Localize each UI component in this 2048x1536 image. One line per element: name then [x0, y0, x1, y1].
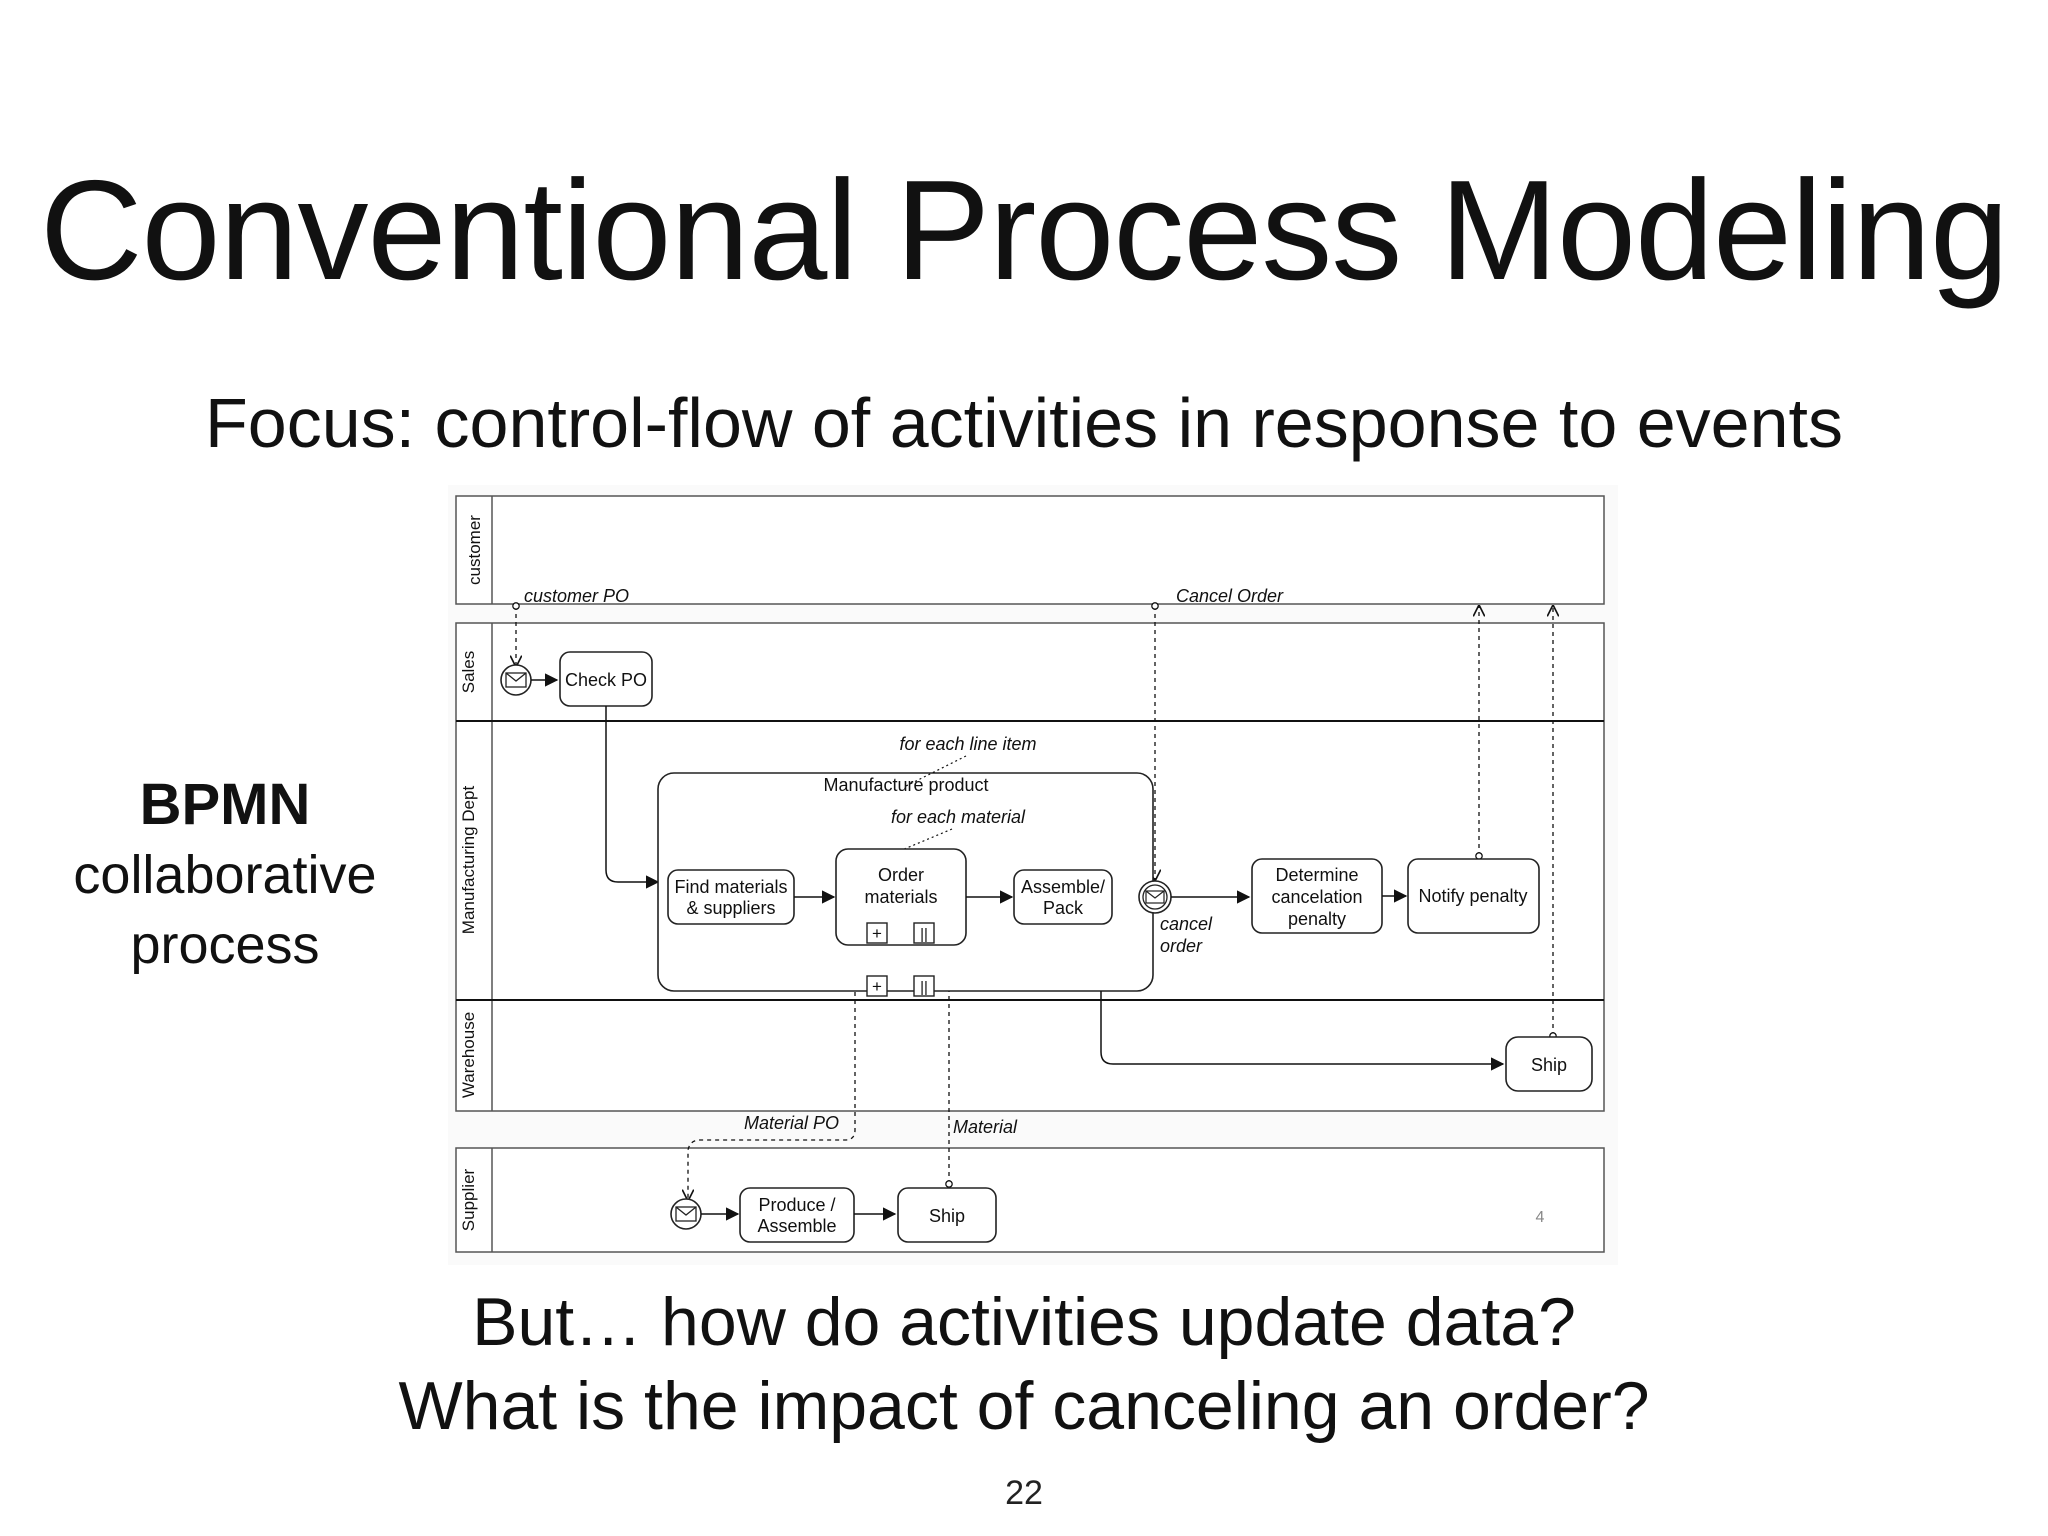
start-event-material-po	[670, 1198, 702, 1230]
inner-page-number: 4	[1536, 1209, 1545, 1226]
boundary-event-cancel-order	[1138, 880, 1172, 914]
task-assemble-pack: Assemble/ Pack	[1013, 869, 1113, 925]
question-cancel-impact: What is the impact of canceling an order…	[398, 1368, 1650, 1444]
task-label-notify: Notify penalty	[1418, 886, 1527, 906]
task-label-order-1: Order	[878, 865, 924, 885]
task-label-determine-3: penalty	[1288, 909, 1346, 929]
task-label-assemble-1: Assemble/	[1021, 877, 1105, 897]
event-label-order: order	[1160, 936, 1203, 956]
task-label-produce-1: Produce /	[758, 1195, 835, 1215]
task-determine-penalty: Determine cancelation penalty	[1251, 858, 1383, 934]
task-find-materials: Find materials & suppliers	[667, 869, 795, 925]
loop-annotation-line-item: for each line item	[899, 734, 1036, 754]
side-label-line1: collaborative	[73, 845, 377, 905]
event-label-cancel: cancel	[1160, 914, 1213, 934]
task-notify-penalty: Notify penalty	[1407, 858, 1540, 934]
subprocess-parallel-marker: ||	[920, 979, 928, 996]
task-collapse-marker: +	[872, 924, 882, 943]
start-event-customer-po	[500, 664, 532, 696]
slide-title: Conventional Process Modeling	[39, 151, 2009, 310]
lane-label-supplier: Supplier	[459, 1168, 478, 1231]
task-ship-warehouse: Ship	[1505, 1036, 1593, 1092]
subprocess-collapse-marker: +	[872, 977, 882, 996]
task-label-determine-1: Determine	[1275, 865, 1358, 885]
message-label-material-po: Material PO	[744, 1113, 839, 1133]
task-label-find-1: Find materials	[674, 877, 787, 897]
lane-label-customer: customer	[465, 515, 484, 585]
supplier-pool: Supplier 4	[455, 1147, 1605, 1253]
lane-label-sales: Sales	[459, 651, 478, 694]
association-line-item	[905, 755, 967, 787]
message-label-material: Material	[953, 1117, 1018, 1137]
loop-annotation-material: for each material	[891, 807, 1026, 827]
lane-label-manufacturing: Manufacturing Dept	[459, 786, 478, 935]
task-label-ship-warehouse: Ship	[1531, 1055, 1567, 1075]
side-label-line2: process	[130, 915, 320, 975]
question-data-update: But… how do activities update data?	[472, 1284, 1576, 1360]
task-label-ship-supplier: Ship	[929, 1206, 965, 1226]
bpmn-side-label: BPMN collaborative process	[40, 770, 410, 980]
task-label-produce-2: Assemble	[757, 1216, 836, 1236]
task-produce-assemble: Produce / Assemble	[739, 1187, 855, 1243]
association-material	[901, 828, 953, 851]
task-label-check-po: Check PO	[565, 670, 647, 690]
task-parallel-marker: ||	[920, 926, 928, 943]
task-ship-supplier: Ship	[897, 1187, 997, 1243]
sequence-flow-subprocess-ship	[1100, 991, 1505, 1071]
bpmn-label: BPMN	[139, 772, 311, 837]
subprocess-title: Manufacture product	[823, 775, 988, 795]
customer-pool: customer	[455, 495, 1605, 605]
message-flow-material-po	[688, 960, 855, 1200]
task-label-find-2: & suppliers	[686, 898, 775, 918]
task-label-determine-2: cancelation	[1271, 887, 1362, 907]
task-check-po: Check PO	[559, 651, 653, 707]
message-label-cancel-order: Cancel Order	[1176, 586, 1284, 606]
lane-label-warehouse: Warehouse	[459, 1012, 478, 1098]
task-order-materials: Order materials + ||	[835, 848, 967, 946]
sequence-flow-check-find	[605, 706, 660, 889]
page-number: 22	[1005, 1474, 1043, 1512]
message-label-customer-po: customer PO	[524, 586, 629, 606]
task-label-order-2: materials	[864, 887, 937, 907]
slide-subtitle: Focus: control-flow of activities in res…	[205, 384, 1843, 462]
task-label-assemble-2: Pack	[1043, 898, 1084, 918]
